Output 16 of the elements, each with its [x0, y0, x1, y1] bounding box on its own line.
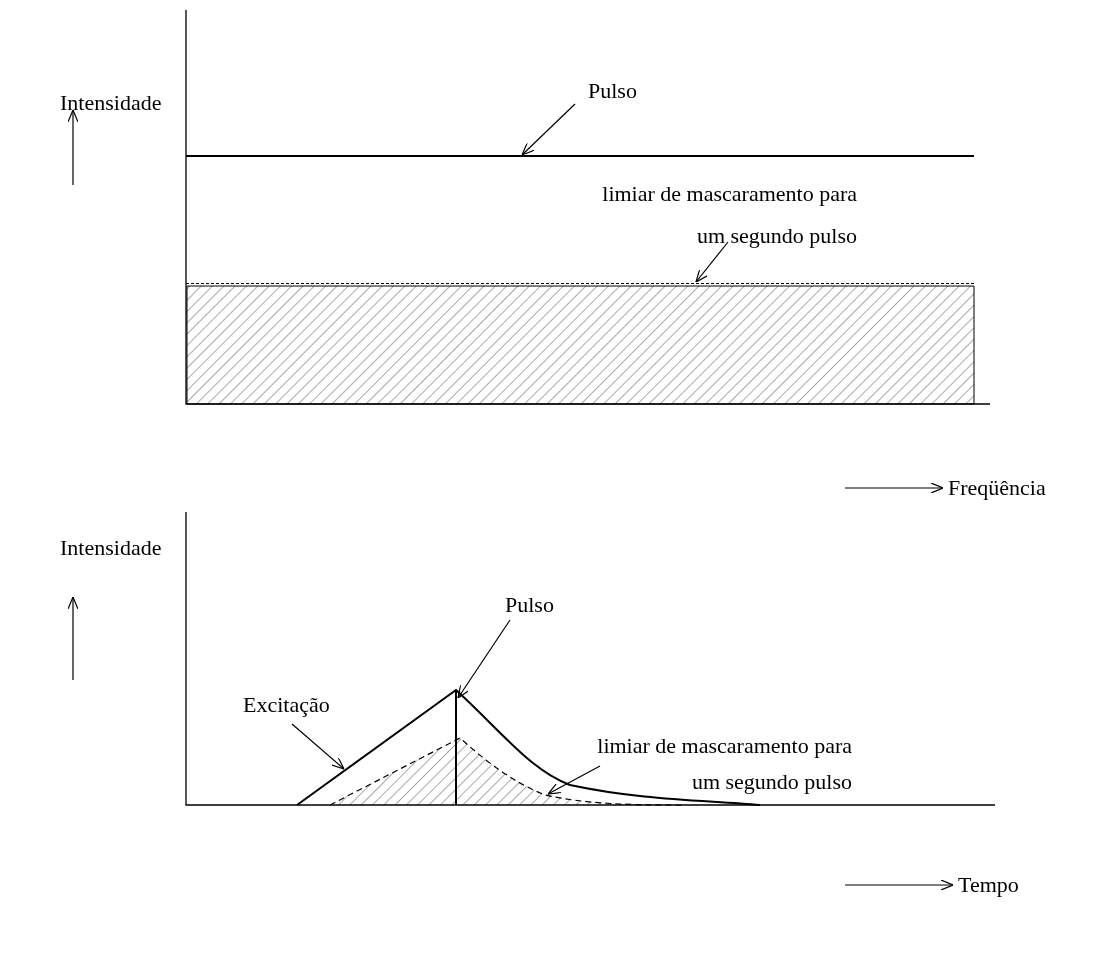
callout-text: limiar de mascaramento para um segundo pulso [567, 728, 852, 800]
callout-text: limiar de mascaramento para um segundo pulso [572, 173, 857, 257]
callout-text: Excitação [243, 692, 330, 718]
threshold-line [186, 283, 974, 284]
leader-line [695, 241, 729, 283]
leader-line [547, 765, 601, 795]
axis-label: Tempo [958, 872, 1019, 898]
leader-line [457, 619, 511, 699]
axis-label: Intensidade [60, 90, 162, 116]
axis-label: Intensidade [60, 535, 162, 561]
leader-line [291, 723, 345, 770]
callout-text: Pulso [505, 592, 554, 618]
callout-text: Pulso [588, 78, 637, 104]
axis-label: Freqüência [948, 475, 1046, 501]
leader-line [521, 103, 576, 156]
pulse-line [186, 155, 974, 157]
